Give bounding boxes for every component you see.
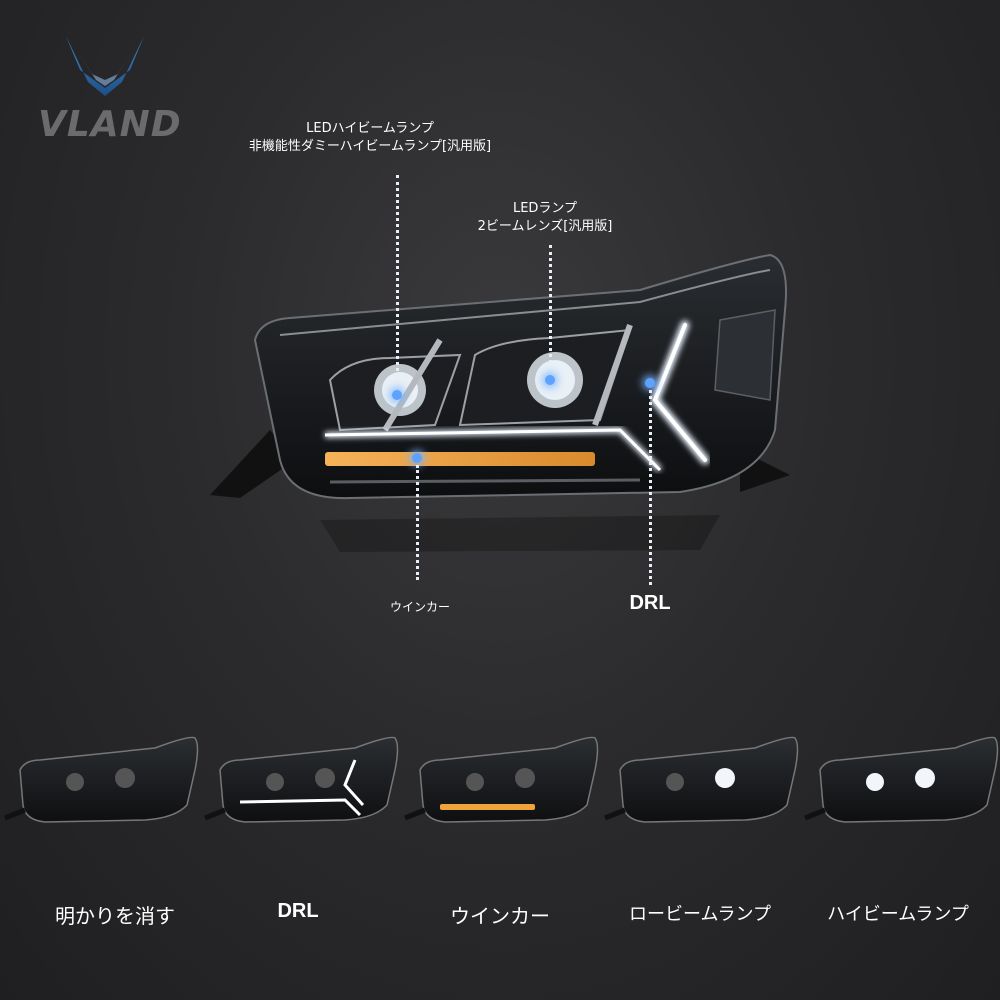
turn-signal-marker xyxy=(412,453,422,463)
headlight-main xyxy=(210,253,790,552)
drl-marker xyxy=(645,378,655,388)
thumbnail-high-beam xyxy=(804,736,999,823)
callout-high-beam: LEDハイビームランプ 非機能性ダミーハイビームランプ[汎用版] xyxy=(190,120,550,156)
thumbnail-turn-signal xyxy=(404,736,599,823)
logo-text: VLAND xyxy=(38,104,182,145)
leader-line-high-beam xyxy=(396,175,399,390)
turn-signal-label: ウインカー xyxy=(389,600,450,614)
callout-high-beam-line2: 非機能性ダミーハイビームランプ[汎用版] xyxy=(248,139,492,154)
led-lamp-marker xyxy=(545,375,555,385)
mode-label-turn-signal: ウインカー xyxy=(450,904,550,928)
mode-thumbnails xyxy=(4,736,999,823)
leader-line-turn-signal xyxy=(416,465,419,580)
callout-led-lamp: LEDランプ 2ビームレンズ[汎用版] xyxy=(420,200,670,236)
mode-label-high-beam: ハイビームランプ xyxy=(827,904,969,925)
high-beam-marker xyxy=(392,390,402,400)
mode-label-off: 明かりを消す xyxy=(55,904,175,928)
callout-high-beam-line1: LEDハイビームランプ xyxy=(306,121,434,136)
leader-line-drl xyxy=(649,390,652,585)
mode-label-drl: DRL xyxy=(277,900,319,922)
wing-logo-icon xyxy=(66,36,144,96)
thumbnail-low-beam xyxy=(604,736,799,823)
callout-led-lamp-line1: LEDランプ xyxy=(512,201,578,216)
thumbnail-drl xyxy=(204,736,399,823)
drl-label: DRL xyxy=(629,592,671,614)
thumbnail-off xyxy=(4,736,199,823)
leader-line-led-lamp xyxy=(549,245,552,375)
callout-led-lamp-line2: 2ビームレンズ[汎用版] xyxy=(477,219,613,234)
brand-logo: VLAND xyxy=(38,30,182,145)
mode-label-low-beam: ロービームランプ xyxy=(628,904,772,925)
